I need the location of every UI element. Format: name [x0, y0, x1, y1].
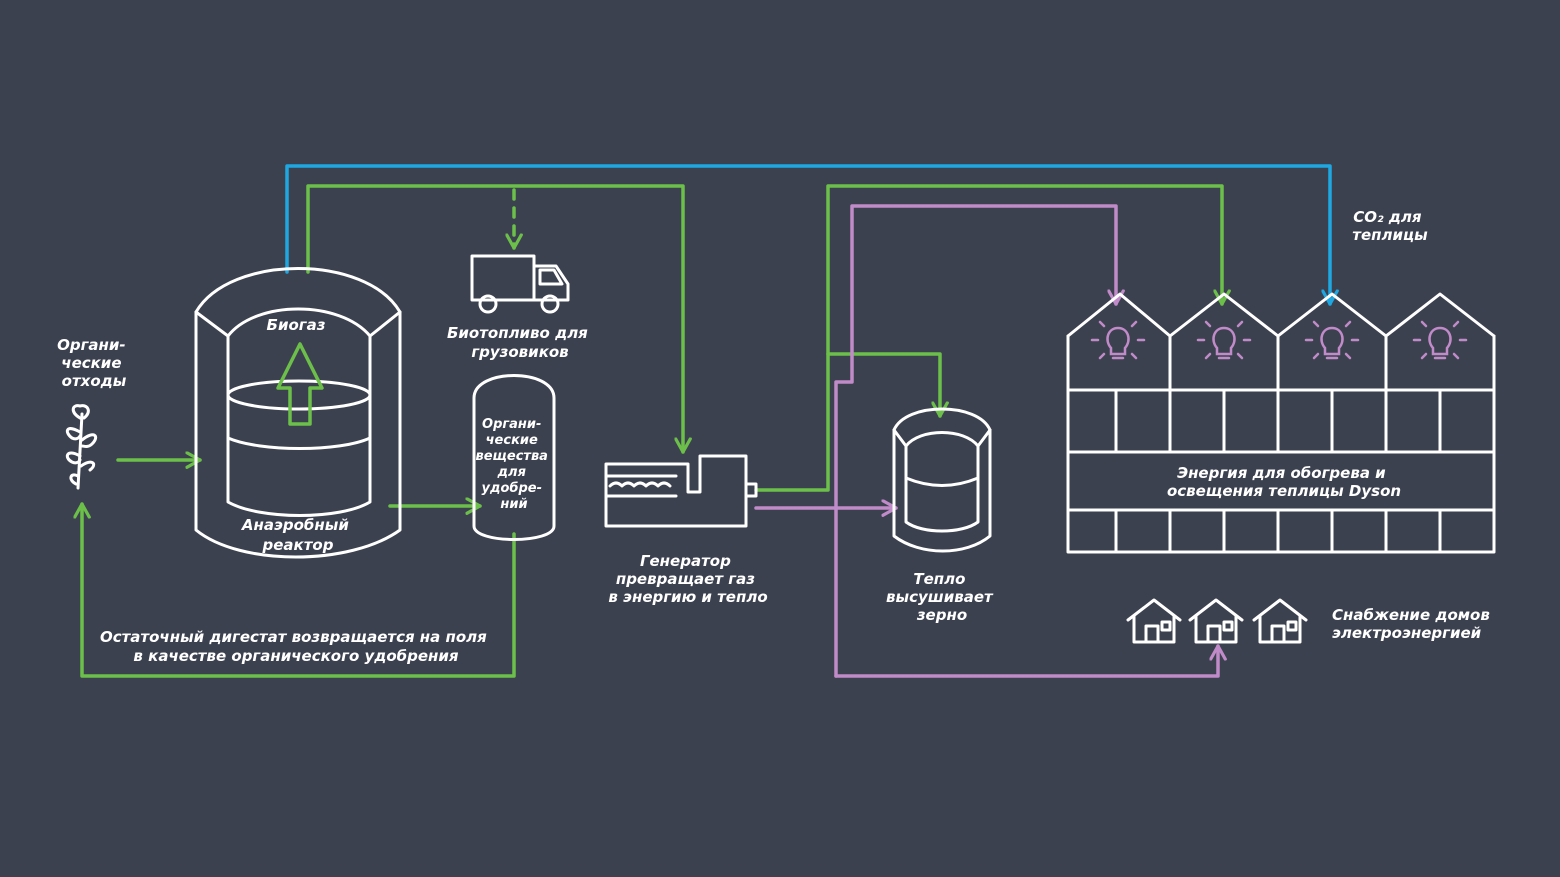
- lightbulb-icon: [1304, 320, 1360, 360]
- house-icon: [1188, 598, 1244, 644]
- greenhouse-energy-label: Энергия для обогрева и освещения теплицы…: [1167, 464, 1401, 500]
- lightbulb-icon: [1090, 320, 1146, 360]
- house-icon: [1252, 598, 1308, 644]
- generator-label: Генератор превращает газ в энергию и теп…: [608, 552, 767, 606]
- homes-label: Снабжение домов электроэнергией: [1332, 606, 1495, 642]
- organic-waste-label: Органи- ческие отходы: [57, 336, 131, 390]
- greenhouse-icon: [1066, 292, 1496, 554]
- plant-icon: [65, 404, 98, 490]
- biogas-label: Биогаз: [267, 316, 326, 334]
- truck-icon: [470, 254, 570, 314]
- co2-flow-line: [285, 164, 1330, 306]
- lightbulb-icon: [1196, 320, 1252, 360]
- reactor-icon: [194, 267, 402, 559]
- generator-icon: [604, 454, 758, 528]
- co2-label: CO₂ для теплицы: [1352, 208, 1428, 244]
- lightbulb-icon: [1412, 320, 1468, 360]
- power-to-homes-line: [834, 644, 1218, 678]
- heat-to-greenhouse-line: [834, 204, 1116, 678]
- grain-dryer-icon: [892, 407, 992, 553]
- digestate-label: Остаточный дигестат возвращается на поля…: [100, 628, 492, 665]
- house-icon: [1126, 598, 1182, 644]
- fertilizer-tank-icon: [472, 374, 556, 541]
- organic-matter-label: Органи- ческие вещества для удобре- ний: [475, 417, 552, 512]
- biofuel-label: Биотопливо для грузовиков: [447, 324, 593, 361]
- biogas-to-generator-line: [306, 184, 683, 454]
- energy-to-dryer-line: [826, 352, 940, 418]
- reactor-label: Анаэробный реактор: [241, 516, 354, 554]
- energy-to-greenhouse-line: [754, 184, 1222, 492]
- digestate-return-line: [82, 502, 516, 678]
- heat-label: Тепло высушивает зерно: [886, 570, 998, 624]
